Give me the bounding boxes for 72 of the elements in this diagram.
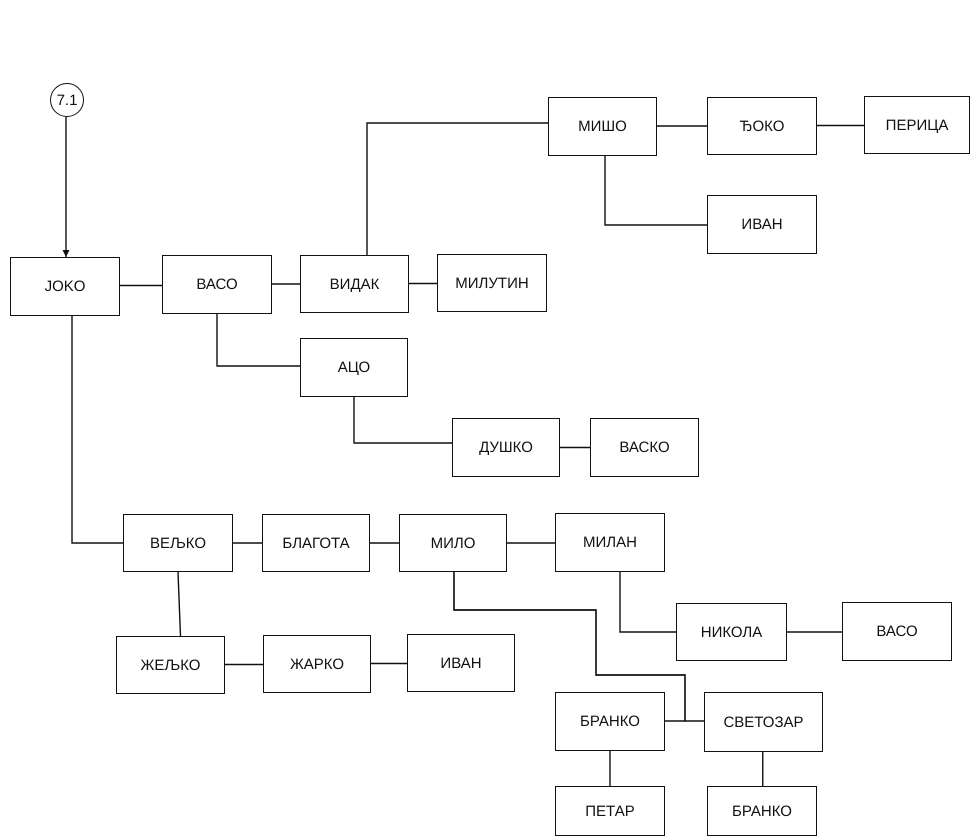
name-label: ПЕРИЦА bbox=[886, 116, 948, 134]
name-label: ПЕТАР bbox=[585, 802, 635, 820]
name-label: ЂОКО bbox=[740, 118, 784, 134]
name-label: АЦО bbox=[338, 359, 370, 376]
name-label: ВЕЉКО bbox=[150, 534, 206, 552]
name-box bbox=[707, 786, 817, 836]
connector-line bbox=[604, 156, 707, 226]
name-box bbox=[407, 634, 515, 692]
name-box bbox=[162, 255, 272, 314]
name-box bbox=[10, 257, 120, 316]
name-label: ВИДАК bbox=[330, 276, 380, 292]
connector-line bbox=[225, 664, 263, 666]
name-box bbox=[262, 514, 370, 572]
connector-line bbox=[177, 572, 182, 636]
name-box bbox=[399, 514, 507, 572]
name-label: ИВАН bbox=[741, 216, 783, 233]
name-label: БРАНКО bbox=[580, 713, 640, 730]
reference-circle bbox=[50, 83, 84, 117]
name-label: МИШО bbox=[578, 118, 627, 135]
name-box bbox=[116, 636, 225, 694]
name-box bbox=[123, 514, 233, 572]
arrow bbox=[62, 117, 70, 257]
name-box bbox=[452, 418, 560, 477]
name-label: МИЛАН bbox=[583, 534, 637, 551]
name-label: ЖЕЉКО bbox=[140, 656, 200, 674]
name-label: ВАСКО bbox=[619, 439, 670, 456]
name-box bbox=[590, 418, 699, 477]
name-label: НИКОЛА bbox=[700, 624, 762, 640]
name-box bbox=[300, 338, 408, 397]
connector-line bbox=[370, 542, 399, 544]
name-label: МИЛУТИН bbox=[455, 274, 529, 292]
connector-line bbox=[409, 282, 437, 284]
name-box bbox=[548, 97, 657, 156]
connector-line bbox=[371, 662, 407, 664]
name-box bbox=[263, 635, 371, 693]
connector-line bbox=[817, 124, 864, 126]
connector-line bbox=[120, 284, 162, 286]
connector-line bbox=[366, 122, 548, 255]
name-box bbox=[437, 254, 547, 312]
connector-line bbox=[507, 542, 555, 544]
name-label: МИЛО bbox=[430, 534, 476, 552]
connector-line bbox=[560, 446, 590, 448]
name-label: БРАНКО bbox=[732, 802, 792, 820]
name-box bbox=[555, 786, 665, 836]
connector-line bbox=[353, 397, 452, 444]
connector-line bbox=[71, 316, 123, 544]
name-label: СВЕТОЗАР bbox=[723, 714, 804, 730]
connector-line bbox=[787, 631, 842, 633]
name-box bbox=[555, 513, 665, 572]
connector-line bbox=[657, 125, 707, 127]
connector-line bbox=[619, 572, 676, 633]
name-box bbox=[704, 692, 823, 752]
connector-line bbox=[762, 752, 764, 786]
name-label: ЖАРКО bbox=[290, 656, 344, 672]
name-box bbox=[864, 96, 970, 154]
name-label: ВАСО bbox=[196, 276, 238, 293]
name-box bbox=[300, 255, 409, 313]
name-label: 7.1 bbox=[56, 92, 78, 108]
connector-line bbox=[609, 751, 611, 786]
connector-line bbox=[216, 314, 300, 367]
name-box bbox=[555, 692, 665, 751]
connector-line bbox=[233, 542, 262, 544]
name-label: ДУШКО bbox=[479, 439, 533, 456]
name-box bbox=[842, 602, 952, 661]
name-label: БЛАГОТА bbox=[282, 534, 350, 552]
name-box bbox=[707, 97, 817, 155]
name-label: ВАСО bbox=[876, 623, 918, 640]
name-label: ИВАН bbox=[440, 654, 482, 672]
name-box bbox=[676, 603, 787, 661]
connector-line bbox=[272, 283, 300, 285]
name-label: JOKO bbox=[44, 278, 86, 295]
name-box bbox=[707, 195, 817, 254]
